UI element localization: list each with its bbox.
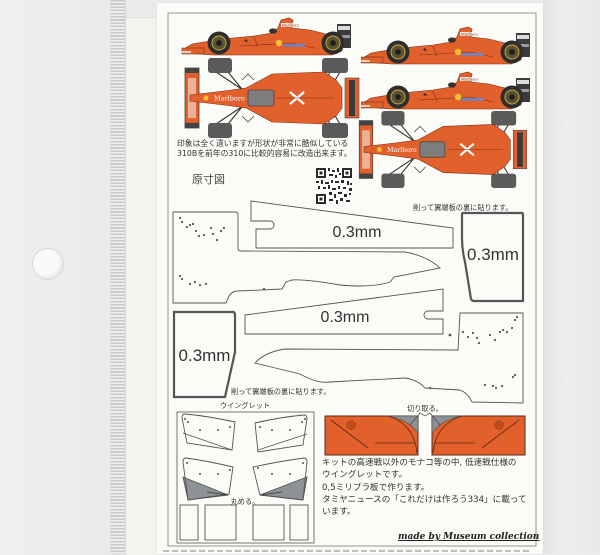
thickness-label-insert-right: 0.3mm: [467, 245, 519, 264]
roll-guide-lines: [206, 491, 283, 496]
binder-hole: [32, 248, 64, 280]
sheet-frame: [167, 12, 537, 547]
winglet-template-box: [176, 411, 315, 544]
winglet-bottom-left: [182, 457, 234, 501]
part-plate-lower: [244, 288, 444, 335]
description-line-2: ウイングレットです。: [322, 470, 408, 480]
description-line-4: タミヤニュースの「これだけは作ろう334」に載って: [322, 495, 527, 505]
winglet-top-right: [254, 414, 308, 453]
part-endplate-upper: [172, 211, 441, 304]
thickness-label-plate-upper: 0.3mm: [332, 224, 382, 241]
cut-note: 切り取る。: [407, 404, 443, 413]
car-top-view-1: [184, 58, 360, 138]
description-line-3: 0,5ミリプラ板で作ります。: [322, 483, 430, 493]
cut-leader-lines: [409, 412, 441, 426]
scale-label: 原寸図: [192, 173, 225, 186]
sleeve-pocket: [126, 17, 157, 555]
note-line-2: 310Bを前年の310に比較的容易に改造出来ます。: [177, 149, 352, 158]
description-line-1: キットの高速戦以外のモナコ等の中, 低速戦仕様の: [322, 458, 517, 468]
sleeve-right-edge: [543, 0, 600, 554]
winglet-top-left: [181, 413, 236, 451]
part-endplate-insert-right: [460, 211, 525, 303]
part-endplate-insert-left: [172, 310, 237, 399]
car-top-view-2: [358, 111, 528, 188]
rear-wing-right: [431, 415, 526, 456]
winglet-bottom-right: [252, 457, 308, 501]
winglet-strip-3: [252, 504, 285, 541]
rear-wing-left: [324, 415, 419, 456]
car-side-view-3: [361, 71, 531, 110]
winglet-strip-4: [289, 504, 309, 541]
zipper-strip: [110, 0, 126, 554]
winglet-strip-1: [179, 504, 199, 541]
part-plate-upper: [250, 200, 454, 249]
car-side-view-1: [181, 17, 352, 56]
note-line-1: 印象は全く違いますが形状が非常に酷似している: [177, 139, 349, 148]
winglet-strip-2: [204, 504, 237, 541]
qr-code: [316, 168, 352, 204]
thickness-label-insert-left: 0.3mm: [178, 346, 231, 365]
credit: made by Museum collection: [398, 532, 540, 542]
part-endplate-lower: [254, 312, 524, 404]
attach-note-bottom: 削って翼端板の裏に貼ります。: [231, 387, 331, 396]
description-line-5: います。: [322, 507, 356, 517]
roll-note: 丸める。: [230, 497, 260, 506]
thickness-label-plate-lower: 0.3mm: [320, 309, 370, 326]
winglet-title: ウイングレット: [219, 401, 271, 410]
attach-note-top: 削って翼端板の裏に貼ります。: [413, 203, 513, 212]
drill-hole-dots: [178, 216, 519, 390]
car-side-view-2: [361, 26, 531, 65]
